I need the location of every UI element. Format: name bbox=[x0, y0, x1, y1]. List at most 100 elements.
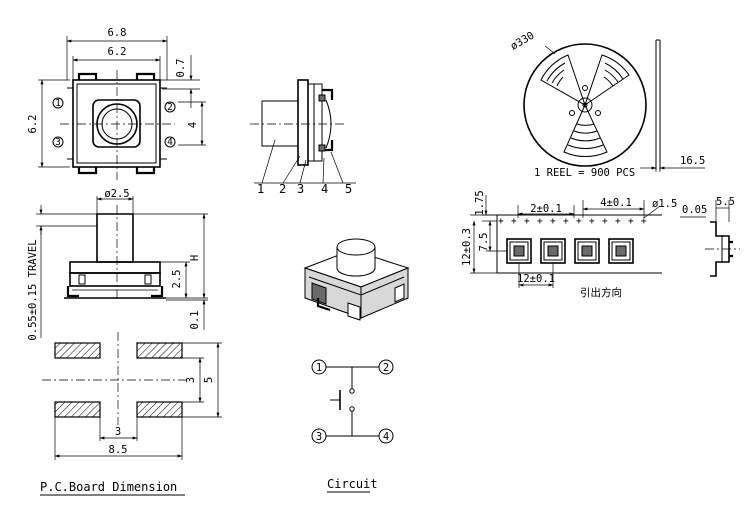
reel-outline bbox=[523, 43, 647, 167]
pin-4-marker: 4 bbox=[164, 136, 176, 148]
width-outer-label: 6.8 bbox=[108, 27, 127, 39]
dimension-width-outer: 6.8 bbox=[66, 27, 168, 80]
side-housing bbox=[307, 83, 315, 162]
svg-text:+: + bbox=[615, 216, 621, 227]
svg-text:4: 4 bbox=[383, 431, 389, 443]
base-gap-label: 0.1 bbox=[189, 311, 201, 330]
svg-text:+: + bbox=[511, 216, 517, 227]
svg-text:+: + bbox=[550, 216, 556, 227]
front-terminal-left bbox=[66, 286, 79, 298]
svg-text:+: + bbox=[576, 216, 582, 227]
pad-height-label: 3 bbox=[185, 377, 197, 383]
sprocket-holes: + + + + + + + + + + + + bbox=[498, 216, 647, 227]
overall-width-label: 8.5 bbox=[109, 444, 128, 456]
part-number-4: 4 bbox=[321, 182, 328, 196]
travel-label: 0.55±0.15 TRAVEL bbox=[27, 239, 39, 340]
height-label: H bbox=[189, 255, 201, 261]
tape-depth-label: 5.5 bbox=[716, 196, 735, 208]
svg-text:2: 2 bbox=[167, 102, 173, 113]
reel-side-view: 16.5 bbox=[640, 39, 705, 172]
pad-bottom-left bbox=[54, 401, 101, 418]
pad-top-left bbox=[54, 342, 101, 359]
offset-top-label: 0.7 bbox=[175, 59, 187, 78]
reel-sectors bbox=[540, 54, 630, 158]
pad-pitch-label: 4 bbox=[187, 122, 199, 128]
svg-text:+: + bbox=[641, 216, 647, 227]
reel-diameter-label: ø330 bbox=[509, 30, 537, 53]
tape-thickness-label: 0.05 bbox=[682, 204, 707, 216]
reel-hub bbox=[577, 97, 593, 113]
terminal-bottom-right bbox=[135, 167, 156, 175]
carrier-tape: + + + + + + + + + + + + bbox=[461, 190, 740, 299]
switch-body-inner bbox=[76, 83, 157, 164]
pcb-title: P.C.Board Dimension bbox=[40, 480, 177, 494]
dimension-pad-pitch: 4 bbox=[178, 101, 206, 146]
svg-text:+: + bbox=[628, 216, 634, 227]
terminal-top-right bbox=[135, 72, 156, 80]
pin-1-marker: 1 bbox=[52, 97, 64, 109]
dimension-offset-top: 0.7 bbox=[160, 55, 200, 108]
front-cover bbox=[69, 261, 161, 274]
side-base bbox=[314, 83, 323, 162]
svg-text:+: + bbox=[524, 216, 530, 227]
terminal-top-left bbox=[77, 72, 98, 80]
side-contact-spring bbox=[325, 99, 332, 149]
tape-cross-section: 0.05 5.5 bbox=[680, 196, 740, 277]
svg-text:+: + bbox=[498, 216, 504, 227]
side-view: 1 2 3 4 5 bbox=[250, 79, 356, 196]
front-stem bbox=[96, 213, 134, 263]
body-height-label: 2.5 bbox=[171, 270, 183, 289]
side-terminal-top bbox=[322, 88, 334, 100]
pocket-4 bbox=[608, 238, 634, 264]
pocket-1 bbox=[506, 238, 532, 264]
front-terminal-right bbox=[151, 286, 164, 298]
part-callouts: 1 2 3 4 5 bbox=[254, 139, 356, 196]
svg-text:+: + bbox=[537, 216, 543, 227]
side-cover bbox=[297, 79, 309, 166]
hole-pitch-label: 2±0.1 bbox=[530, 203, 562, 215]
pad-bottom-right bbox=[136, 401, 183, 418]
front-body bbox=[69, 272, 161, 287]
reel-quantity-label: 1 REEL = 900 PCS bbox=[534, 167, 635, 179]
svg-text:1: 1 bbox=[55, 98, 61, 109]
hole-diameter-label: ø1.5 bbox=[652, 198, 677, 210]
pin-3-marker: 3 bbox=[52, 136, 64, 148]
pad-gap-label: 3 bbox=[115, 426, 121, 438]
svg-text:1: 1 bbox=[316, 362, 322, 374]
edge-to-hole-label: 1.75 bbox=[474, 190, 486, 215]
width-inner-label: 6.2 bbox=[108, 46, 127, 58]
feed-direction-label: 引出方向 bbox=[580, 286, 622, 299]
pcb-layout: 3 5 3 8.5 P.C.Board Dimension bbox=[40, 332, 222, 496]
svg-text:+: + bbox=[563, 216, 569, 227]
svg-text:3: 3 bbox=[55, 137, 61, 148]
side-stem bbox=[261, 100, 299, 147]
reel-drawing: ø330 16.5 1 REEL = 900 PCS bbox=[509, 30, 706, 179]
pocket-2 bbox=[540, 238, 566, 264]
pocket-offset-label: 7.5 bbox=[478, 233, 490, 252]
pad-span-label: 5 bbox=[203, 377, 215, 383]
svg-text:4: 4 bbox=[167, 137, 173, 148]
pad-top-right bbox=[136, 342, 183, 359]
height-side-label: 6.2 bbox=[27, 115, 39, 134]
part-number-5: 5 bbox=[345, 182, 352, 196]
svg-text:3: 3 bbox=[316, 431, 322, 443]
part-number-1: 1 bbox=[257, 182, 264, 196]
reel-width-label: 16.5 bbox=[680, 155, 705, 167]
pocket-pitch-label: 12±0.1 bbox=[517, 273, 555, 285]
switch-body-outline bbox=[72, 79, 161, 168]
isometric-view bbox=[303, 238, 410, 321]
svg-text:+: + bbox=[602, 216, 608, 227]
part-number-2: 2 bbox=[279, 182, 286, 196]
actuator-housing bbox=[92, 99, 141, 148]
svg-text:2: 2 bbox=[383, 362, 389, 374]
tape-width-label: 12±0.3 bbox=[461, 228, 473, 266]
top-view: 6.8 6.2 6.2 0.7 4 bbox=[27, 27, 206, 180]
part-number-3: 3 bbox=[297, 182, 304, 196]
dimension-width-inner: 6.2 bbox=[72, 46, 161, 80]
pocket-3 bbox=[574, 238, 600, 264]
svg-text:+: + bbox=[589, 216, 595, 227]
dimension-height-side: 6.2 bbox=[27, 79, 70, 168]
front-view: ø2.5 0.55±0.15 TRAVEL H 2.5 0.1 bbox=[27, 188, 208, 341]
pin-2-marker: 2 bbox=[164, 101, 176, 113]
